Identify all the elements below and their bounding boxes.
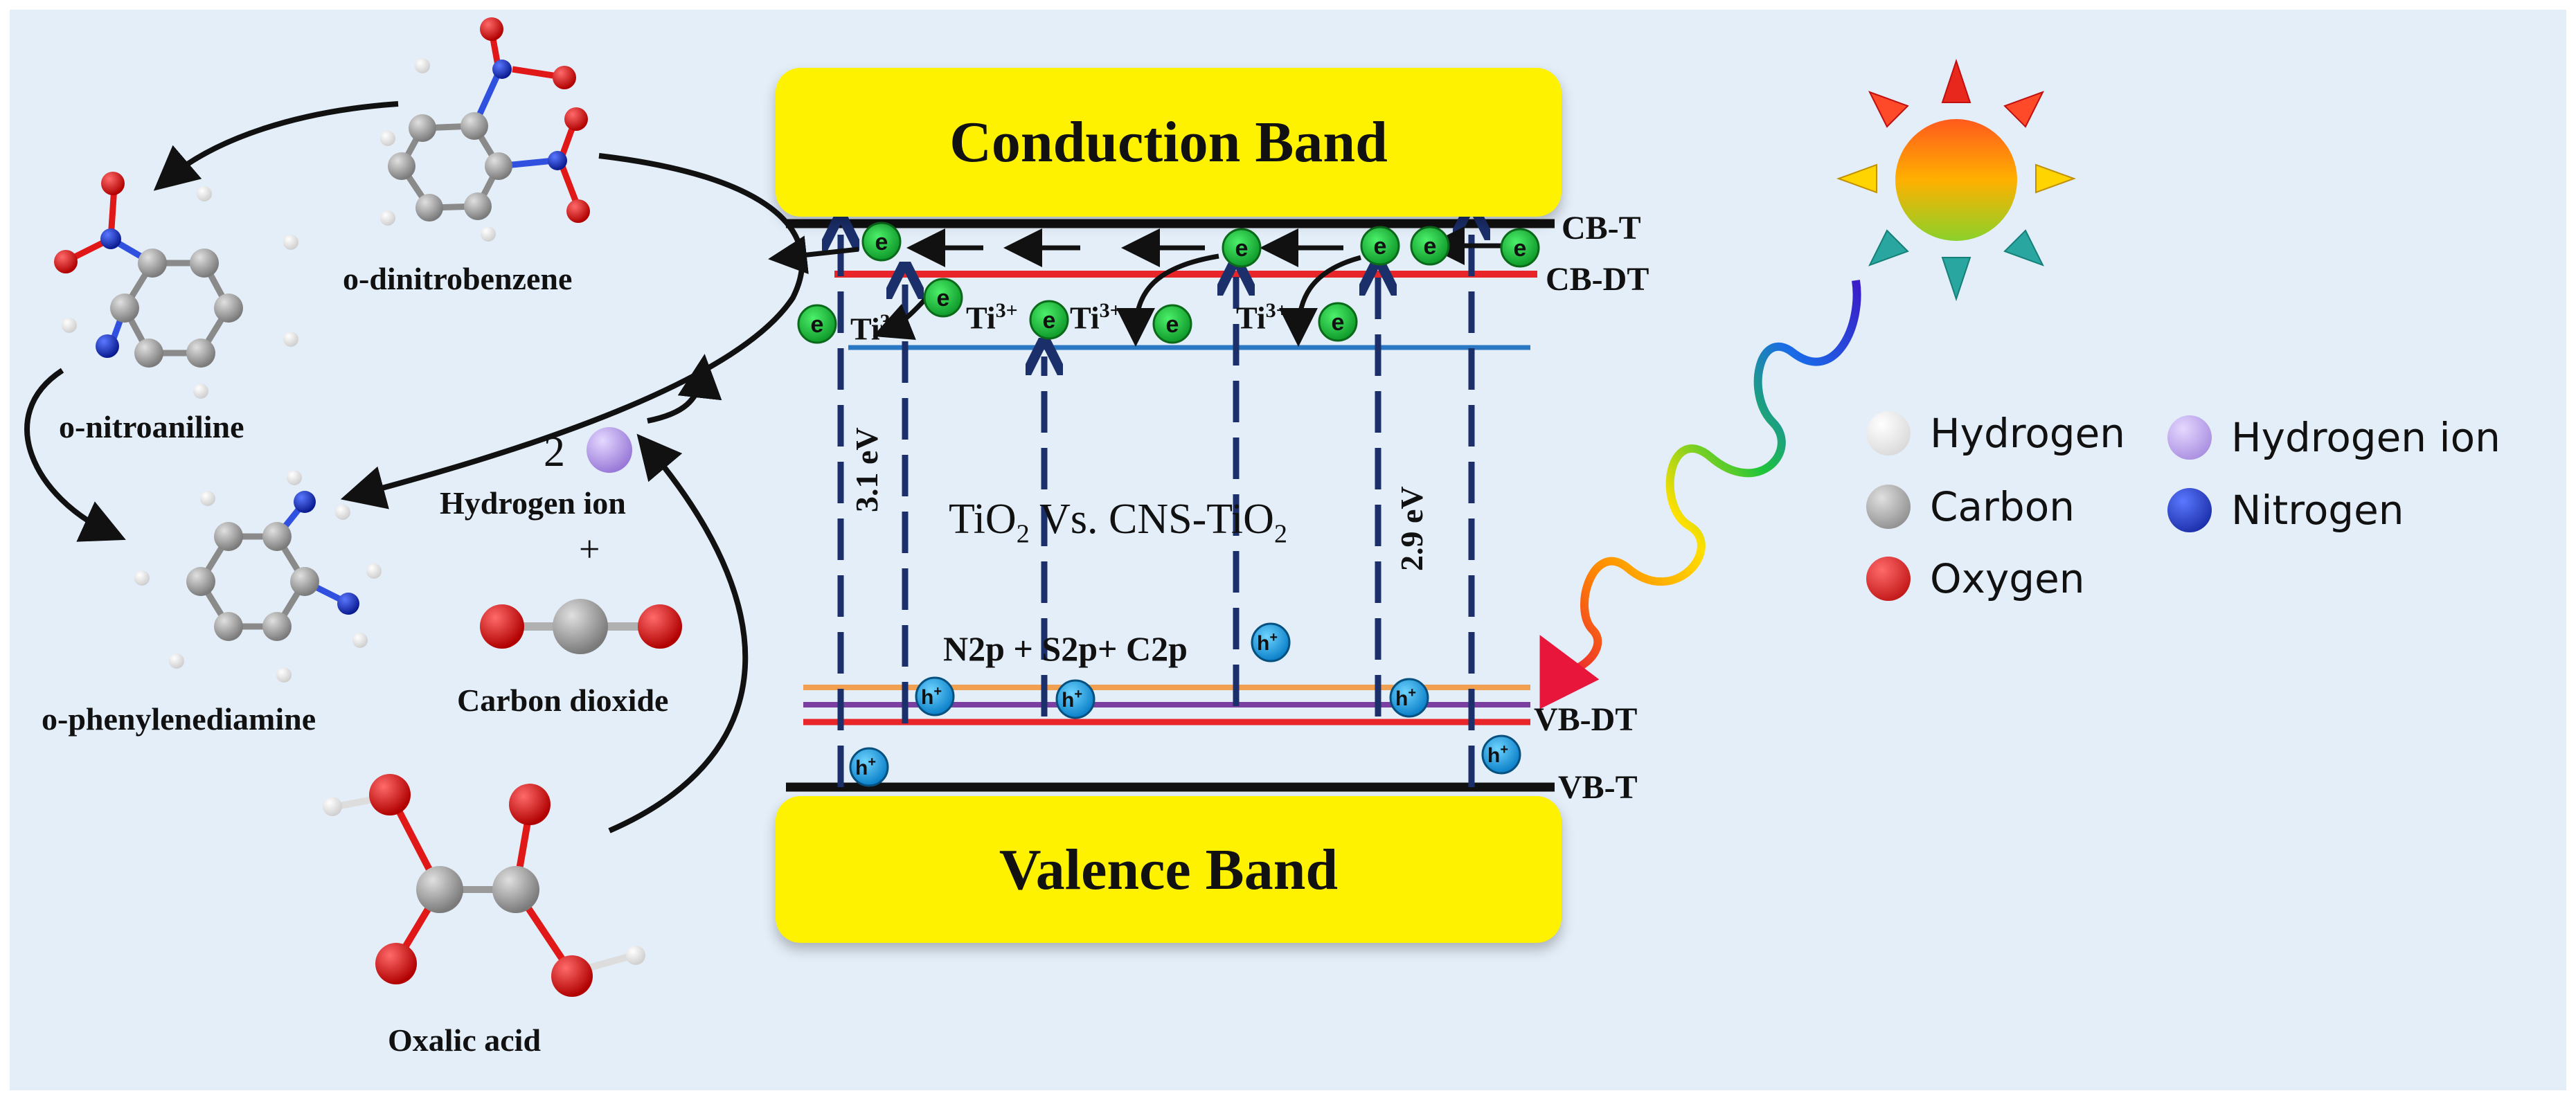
- label-hydrogen-ion: Hydrogen ion: [440, 485, 626, 521]
- legend-swatch-hydrogen-ion: [2167, 415, 2212, 460]
- molecule-oxalic-acid: [323, 774, 645, 997]
- label-o-nitroaniline: o-nitroaniline: [59, 409, 244, 444]
- comparison-label: TiO2 Vs. CNS-TiO2: [949, 496, 1287, 549]
- vb-t-label: VB-T: [1558, 769, 1638, 806]
- hole-h: h+: [1481, 734, 1521, 775]
- electron-e: e: [1029, 300, 1069, 340]
- valence-band-box: Valence Band: [776, 796, 1562, 943]
- ti3-label: Ti3+: [966, 299, 1018, 336]
- svg-text:e: e: [1514, 235, 1527, 262]
- e-trap-arrow: [1279, 255, 1361, 347]
- gap-label-2-9ev: 2.9 eV: [1394, 486, 1429, 571]
- reaction-arrows: [24, 101, 805, 833]
- holes: h+ h+ h+ h+ h+ h+: [849, 622, 1521, 787]
- arrow-dinitro-to-nitroaniline: [153, 101, 399, 191]
- electron-e: e: [797, 304, 837, 344]
- conduction-band-box: Conduction Band: [776, 68, 1562, 217]
- e-arrow: [768, 235, 859, 275]
- legend-swatch-nitrogen: [2167, 488, 2212, 532]
- svg-text:e: e: [1332, 309, 1345, 336]
- hole-h: h+: [915, 676, 955, 716]
- electron-e: e: [1222, 228, 1262, 268]
- legend-item: Oxygen: [1866, 555, 2085, 602]
- hydrogen-ion-atom: [587, 427, 632, 473]
- orbital-label: N2p + S2p+ C2p: [943, 629, 1188, 668]
- electron-transfer-arrows: [768, 226, 1510, 347]
- legend-item: Hydrogen: [1866, 410, 2125, 457]
- svg-text:e: e: [1424, 233, 1437, 260]
- valence-band-label: Valence Band: [999, 837, 1339, 902]
- svg-text:e: e: [937, 285, 950, 312]
- label-o-dinitrobenzene: o-dinitrobenzene: [343, 261, 573, 296]
- svg-text:e: e: [1166, 312, 1179, 338]
- legend-label: Hydrogen ion: [2231, 414, 2501, 461]
- light-wave: [1539, 280, 1861, 710]
- conduction-band-label: Conduction Band: [949, 110, 1388, 174]
- legend-label: Carbon: [1930, 483, 2075, 530]
- label-o-phenylenediamine: o-phenylenediamine: [42, 701, 316, 737]
- vb-dt-label: VB-DT: [1534, 701, 1638, 738]
- excitation-arrows: [841, 222, 1472, 787]
- legend-label: Hydrogen: [1930, 410, 2126, 457]
- label-oxalic-acid: Oxalic acid: [388, 1022, 542, 1058]
- arrow-h-ion-up: [647, 354, 722, 424]
- svg-text:h+: h+: [1062, 687, 1082, 712]
- electron-e: e: [1152, 304, 1192, 344]
- hydrogen-count-label: 2: [544, 429, 565, 476]
- electron-e: e: [923, 278, 963, 318]
- hole-h: h+: [1055, 679, 1095, 719]
- electron-e: e: [1410, 226, 1450, 266]
- legend-item: Carbon: [1866, 483, 2075, 530]
- arrow-oxalic-to-h-ion: [608, 433, 749, 833]
- svg-text:e: e: [1235, 235, 1249, 262]
- electrons: e e e e e e e e e e: [797, 222, 1540, 344]
- label-carbon-dioxide: Carbon dioxide: [457, 683, 669, 718]
- sun-icon: [1836, 58, 2076, 302]
- plus-sign: +: [579, 528, 600, 570]
- legend-swatch-hydrogen: [1866, 411, 1911, 456]
- molecule-o-nitroaniline: [54, 172, 298, 399]
- electron-e: e: [1318, 302, 1358, 342]
- hole-h: h+: [849, 747, 889, 787]
- legend-swatch-oxygen: [1866, 557, 1911, 601]
- ti3-label: Ti3+: [1236, 299, 1288, 336]
- svg-text:e: e: [875, 229, 888, 255]
- e-trap-arrow: [1116, 253, 1219, 347]
- legend-swatch-carbon: [1866, 485, 1911, 529]
- ti3-label: Ti3+: [850, 310, 902, 347]
- cb-dt-label: CB-DT: [1546, 261, 1649, 298]
- legend-item: Hydrogen ion: [2167, 414, 2501, 461]
- svg-text:e: e: [1374, 233, 1387, 260]
- molecule-carbon-dioxide: [480, 599, 682, 654]
- gap-label-3-1ev: 3.1 eV: [849, 427, 884, 512]
- molecule-o-dinitrobenzene: [380, 17, 590, 242]
- hole-h: h+: [1389, 678, 1429, 718]
- svg-text:e: e: [811, 312, 824, 338]
- arrow-nitroaniline-to-pda: [24, 368, 126, 542]
- molecule-o-phenylenediamine: [134, 470, 382, 683]
- arrow-electrons-to-pda: [340, 153, 805, 510]
- hole-h: h+: [1251, 622, 1291, 662]
- electron-e: e: [1500, 228, 1540, 268]
- legend-item: Nitrogen: [2167, 487, 2404, 534]
- electron-e: e: [1360, 226, 1400, 266]
- legend-label: Nitrogen: [2231, 487, 2404, 534]
- ti3-label: Ti3+: [1070, 299, 1122, 336]
- electron-e: e: [861, 222, 902, 262]
- svg-text:e: e: [1043, 307, 1056, 334]
- cb-t-label: CB-T: [1562, 210, 1641, 246]
- legend-label: Oxygen: [1930, 555, 2085, 602]
